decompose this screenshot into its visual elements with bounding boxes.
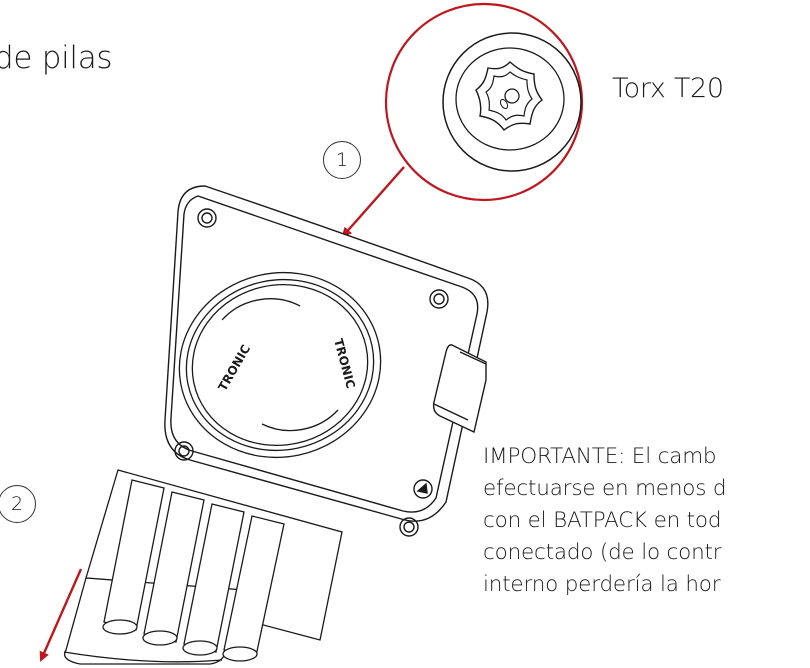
important-note: IMPORTANTE: El camb efectuarse en menos …	[483, 441, 727, 601]
screw-magnifier	[384, 2, 584, 202]
torx-callout-label: Torx T20	[612, 73, 724, 104]
note-line: efectuarse en menos d	[483, 476, 727, 501]
aa-battery-icon	[102, 479, 285, 662]
torx-head-icon	[475, 61, 543, 131]
note-line: conectado (de lo contr	[483, 540, 722, 565]
note-line: IMPORTANTE: El camb	[483, 444, 717, 469]
page-title: de pilas	[0, 40, 113, 76]
battery-lid	[178, 271, 382, 459]
battery-tray	[63, 469, 343, 665]
arrow-1	[341, 166, 405, 238]
note-line: interno perdería la hor	[483, 572, 721, 597]
arrow-2	[39, 568, 83, 662]
note-line: con el BATPACK en tod	[483, 508, 722, 533]
step-2-badge: 2	[0, 485, 36, 523]
step-1-badge: 1	[323, 141, 361, 179]
